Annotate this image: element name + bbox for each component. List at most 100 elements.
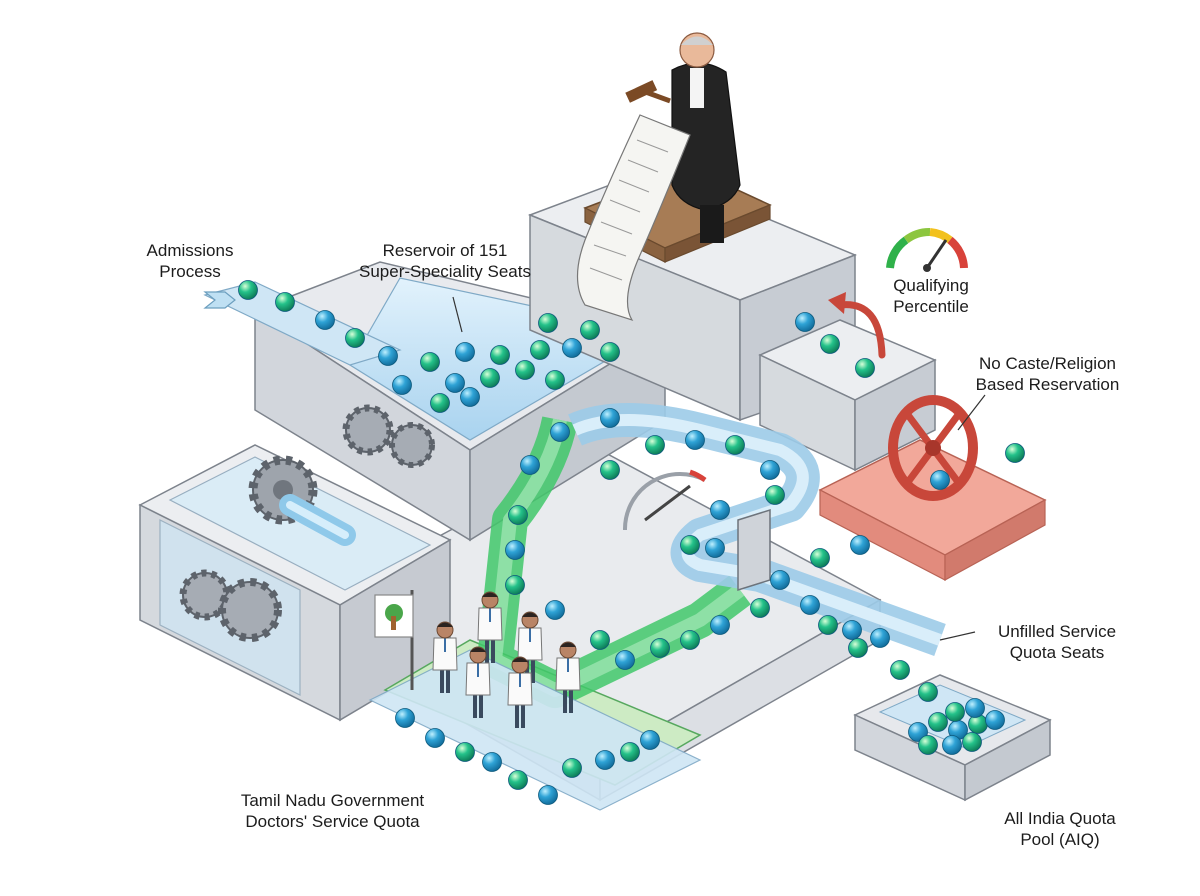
red-valve-wheel-icon xyxy=(888,395,978,501)
seat-ball xyxy=(765,485,785,505)
seat-ball xyxy=(520,455,540,475)
seat-ball xyxy=(508,770,528,790)
seat-ball xyxy=(770,570,790,590)
doctor-figure-icon xyxy=(517,611,543,683)
seat-ball xyxy=(870,628,890,648)
court-order-scroll-icon xyxy=(576,114,691,322)
seat-ball xyxy=(562,338,582,358)
aiq-pool-label: All India Quota Pool (AIQ) xyxy=(985,808,1135,850)
seat-ball xyxy=(455,742,475,762)
seat-ball xyxy=(530,340,550,360)
seat-ball xyxy=(538,313,558,333)
seat-ball xyxy=(818,615,838,635)
seat-ball xyxy=(275,292,295,312)
percentile-line-1: Qualifying xyxy=(893,276,969,295)
seat-ball xyxy=(480,368,500,388)
seat-ball xyxy=(725,435,745,455)
pipe xyxy=(279,494,356,546)
seat-ball xyxy=(965,698,985,718)
doctor-figure-icon xyxy=(555,641,581,713)
seat-ball xyxy=(545,600,565,620)
reservoir-line-2: Super-Speciality Seats xyxy=(359,262,531,281)
sluice-gate xyxy=(737,508,771,592)
seat-ball xyxy=(685,430,705,450)
unfilled-line-1: Unfilled Service xyxy=(997,622,1117,641)
seat-ball xyxy=(750,598,770,618)
percentile-gauge-icon xyxy=(886,228,968,272)
seat-ball xyxy=(508,505,528,525)
unfilled-quota-label: Unfilled Service Quota Seats xyxy=(982,621,1132,663)
seat-ball xyxy=(710,500,730,520)
seat-ball xyxy=(460,387,480,407)
seat-ball xyxy=(430,393,450,413)
seat-ball xyxy=(928,712,948,732)
channel-gauge xyxy=(622,469,707,531)
no-caste-line-1: No Caste/Religion xyxy=(978,354,1116,373)
seat-ball xyxy=(600,408,620,428)
judge-with-gavel-icon xyxy=(625,32,741,243)
unfilled-line-2: Quota Seats xyxy=(1009,643,1105,662)
seat-ball xyxy=(590,630,610,650)
reservoir-label: Reservoir of 151 Super-Speciality Seats xyxy=(335,240,555,282)
seat-ball xyxy=(550,422,570,442)
seat-ball xyxy=(345,328,365,348)
seat-ball xyxy=(855,358,875,378)
seat-ball xyxy=(985,710,1005,730)
tn-service-quota-label: Tamil Nadu Government Doctors' Service Q… xyxy=(220,790,445,832)
seat-ball xyxy=(238,280,258,300)
seat-ball xyxy=(615,650,635,670)
doctor-figure-icon xyxy=(465,646,491,718)
seat-ball xyxy=(600,460,620,480)
percentile-line-2: Percentile xyxy=(893,297,969,316)
seat-ball xyxy=(848,638,868,658)
tn-quota-line-1: Tamil Nadu Government xyxy=(240,791,425,810)
qualifying-percentile-label: Qualifying Percentile xyxy=(866,275,996,317)
seat-ball xyxy=(455,342,475,362)
seat-balls xyxy=(238,280,1025,805)
seat-ball xyxy=(710,615,730,635)
seat-ball xyxy=(705,538,725,558)
gear-icon xyxy=(342,404,435,468)
seat-ball xyxy=(490,345,510,365)
doctor-figure-icon xyxy=(432,621,458,693)
admissions-line-2: Process xyxy=(159,262,221,281)
seat-ball xyxy=(620,742,640,762)
seat-ball xyxy=(538,785,558,805)
doctor-figure-icon xyxy=(507,656,533,728)
seat-ball xyxy=(420,352,440,372)
seat-ball xyxy=(640,730,660,750)
no-caste-label: No Caste/Religion Based Reservation xyxy=(960,353,1135,395)
seat-ball xyxy=(680,535,700,555)
leader-lines xyxy=(452,296,986,641)
seat-ball xyxy=(562,758,582,778)
tamil-nadu-flag-icon xyxy=(374,590,414,690)
aiq-line-2: Pool (AIQ) xyxy=(1020,830,1100,849)
doctor-figure-icon xyxy=(477,591,503,663)
seat-ball xyxy=(1005,443,1025,463)
seat-ball xyxy=(760,460,780,480)
seat-ball xyxy=(505,575,525,595)
seat-ball xyxy=(505,540,525,560)
inflow-arrow-icon xyxy=(203,291,236,309)
seat-ball xyxy=(850,535,870,555)
seat-ball xyxy=(918,682,938,702)
seat-ball xyxy=(482,752,502,772)
doctor-group xyxy=(432,591,581,728)
seat-ball xyxy=(595,750,615,770)
seat-ball xyxy=(515,360,535,380)
seat-ball xyxy=(650,638,670,658)
seat-ball xyxy=(395,708,415,728)
gear-icon xyxy=(179,569,282,642)
reservoir-line-1: Reservoir of 151 xyxy=(382,241,508,260)
seat-ball xyxy=(810,548,830,568)
seat-ball xyxy=(800,595,820,615)
seat-ball xyxy=(930,470,950,490)
admissions-line-1: Admissions xyxy=(146,241,234,260)
seat-ball xyxy=(820,334,840,354)
seat-ball xyxy=(392,375,412,395)
seat-ball xyxy=(795,312,815,332)
seat-ball xyxy=(545,370,565,390)
seat-ball xyxy=(680,630,700,650)
curved-arrow xyxy=(828,292,886,359)
seat-ball xyxy=(580,320,600,340)
